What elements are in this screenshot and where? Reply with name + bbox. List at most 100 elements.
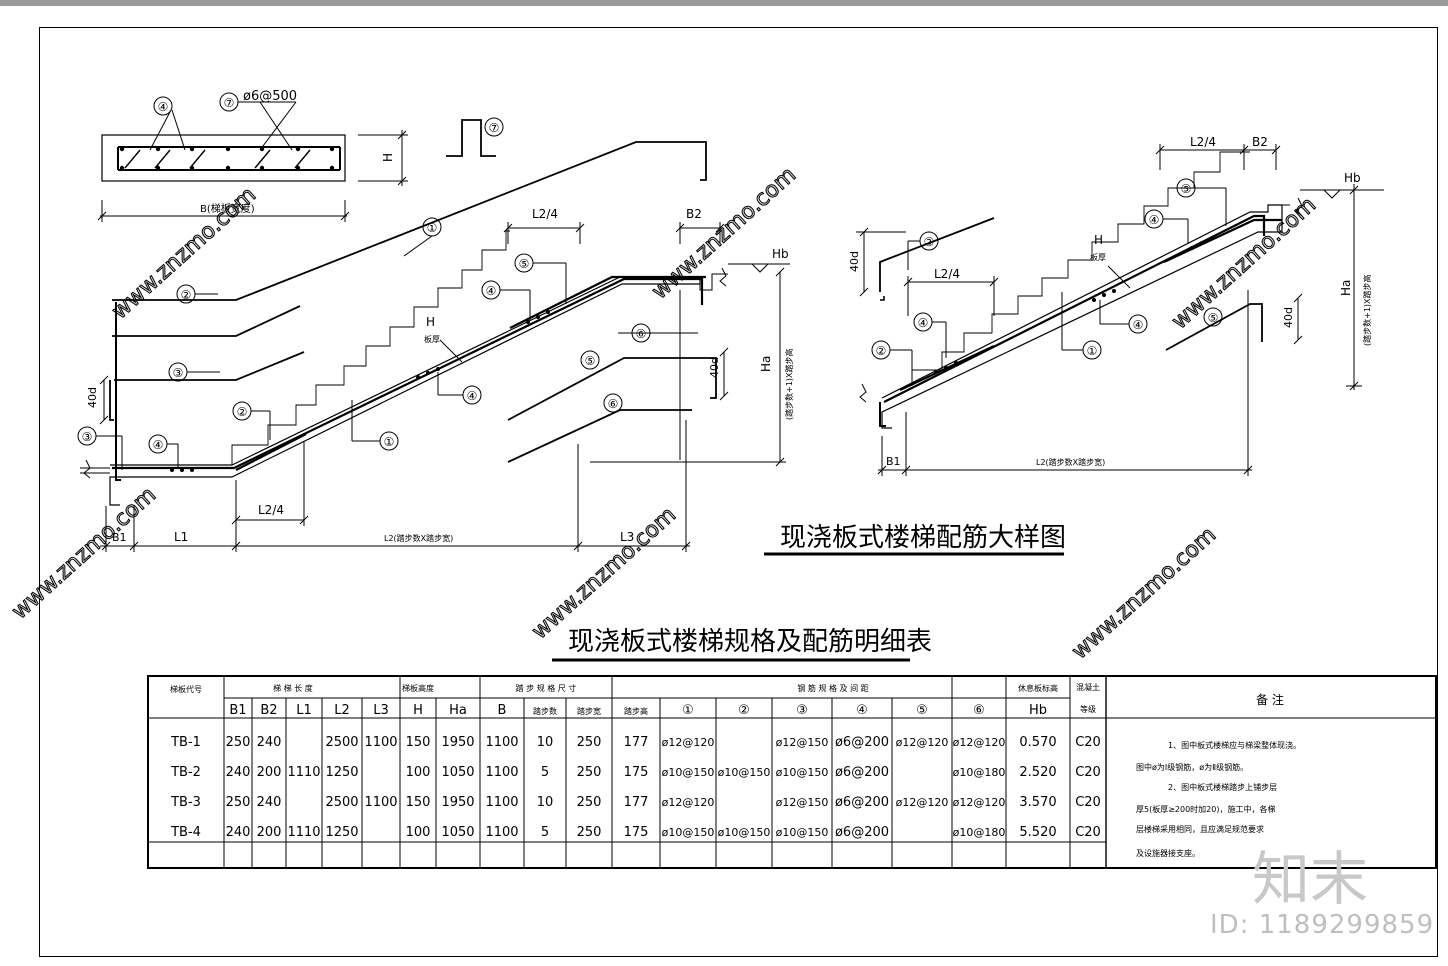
callout-2: ② xyxy=(876,344,887,358)
table-subheader: L1 xyxy=(296,703,312,718)
hb-label: Hb xyxy=(1344,171,1361,185)
table-cell: 5 xyxy=(541,825,549,840)
callout-3: ③ xyxy=(173,366,184,380)
table-cell: ø12@120 xyxy=(896,736,949,749)
table-subheader: Ha xyxy=(449,703,467,718)
l3-label: L3 xyxy=(620,530,634,544)
callout-5: ⑤ xyxy=(1208,311,1219,325)
ha-label: Ha xyxy=(1339,280,1353,296)
table-cell: 1250 xyxy=(325,825,358,840)
table-cell: 250 xyxy=(577,735,602,750)
width-b-label: B(梯板宽度) xyxy=(200,202,255,215)
l2-note: L2(踏步数X踏步宽) xyxy=(1036,457,1105,467)
callout-5: ⑤ xyxy=(1181,182,1192,196)
callout-4: ④ xyxy=(918,316,929,330)
table-cell: 240 xyxy=(257,795,282,810)
right-stair-detail xyxy=(856,144,1384,476)
watermark-brand: 知末 xyxy=(1252,845,1369,913)
table-cell: 240 xyxy=(257,735,282,750)
table-subheader: L2 xyxy=(334,703,350,718)
watermark-text: www.znzmo.com xyxy=(7,482,161,624)
table-cell: C20 xyxy=(1075,765,1101,780)
table-cell: ø10@150 xyxy=(662,766,715,779)
table-cell: ø10@180 xyxy=(953,766,1006,779)
table-cell: 2500 xyxy=(325,735,358,750)
callout-4: ④ xyxy=(158,100,169,114)
table-cell: ø6@200 xyxy=(835,795,889,810)
table-subheader: 踏步数 xyxy=(533,706,557,716)
table-cell: 250 xyxy=(226,795,251,810)
table-subheader: B1 xyxy=(229,703,246,718)
table-header-rebar: 钢 筋 规 格 及 间 距 xyxy=(797,683,868,693)
h-dimension-label: H xyxy=(381,153,395,162)
callout-2: ② xyxy=(924,235,935,249)
table-cell: 100 xyxy=(406,825,431,840)
callout-4: ④ xyxy=(153,438,164,452)
table-header-elevation: 休息板标高 xyxy=(1018,683,1058,693)
table-cell: ø12@120 xyxy=(662,736,715,749)
table-subheader: 踏步宽 xyxy=(577,706,601,716)
callout-4: ④ xyxy=(467,389,478,403)
table-cell: 2500 xyxy=(325,795,358,810)
l2-4-label: L2/4 xyxy=(258,503,284,517)
table-cell: 1100 xyxy=(485,825,518,840)
table-cell: C20 xyxy=(1075,735,1101,750)
b2-label: B2 xyxy=(686,207,702,221)
table-subheader: ⑤ xyxy=(916,703,928,718)
table-cell: 250 xyxy=(577,795,602,810)
slab-thickness-label: 板厚 xyxy=(1090,252,1106,262)
b1-label: B1 xyxy=(886,455,901,468)
table-cell: 1250 xyxy=(325,765,358,780)
table-cell: 177 xyxy=(624,795,649,810)
table-cell: ø10@180 xyxy=(953,826,1006,839)
table-cell: ø10@150 xyxy=(718,766,771,779)
callout-3: ③ xyxy=(82,430,93,444)
table-cell: 2.520 xyxy=(1019,765,1056,780)
table-cell: 200 xyxy=(257,825,282,840)
table-header-concrete: 混凝土 xyxy=(1076,682,1100,692)
table-subheader: ④ xyxy=(856,703,868,718)
table-cell: 175 xyxy=(624,825,649,840)
table-header-thickness: 梯板高度 xyxy=(402,683,434,693)
l2-4-label: L2/4 xyxy=(934,267,960,281)
table-cell: 10 xyxy=(537,795,554,810)
table-cell: ø12@120 xyxy=(896,796,949,809)
table-remark-line: 1、图中板式楼梯应与梯梁整体现浇。 xyxy=(1168,740,1301,750)
watermark-text: www.znzmo.com xyxy=(1067,522,1221,664)
table-remark-line: 2、图中板式楼梯踏步上铺步层 xyxy=(1168,782,1277,792)
table-cell: 1110 xyxy=(287,765,320,780)
callout-5: ⑤ xyxy=(519,257,530,271)
table-cell: 1100 xyxy=(364,795,397,810)
drawing-border xyxy=(39,27,1438,957)
table-cell: 175 xyxy=(624,765,649,780)
table-cell: ø12@120 xyxy=(953,796,1006,809)
table-subheader: H xyxy=(413,703,423,718)
table-subheader: 踏步高 xyxy=(624,706,648,716)
table-subheader: B xyxy=(498,703,507,718)
table-cell: 1050 xyxy=(441,825,474,840)
main-stair-detail xyxy=(77,141,790,552)
table-cell: C20 xyxy=(1075,825,1101,840)
table-remark-line: 厚5(板厚≥200时加20)，施工中，各梯 xyxy=(1136,804,1275,814)
callout-6: ⑥ xyxy=(636,327,647,341)
table-cell: ø12@120 xyxy=(662,796,715,809)
l2-4-label: L2/4 xyxy=(1190,135,1216,149)
table-remark-line: 层楼梯采用相同，且应满足规范要求 xyxy=(1136,824,1264,834)
table-cell: 1100 xyxy=(485,735,518,750)
table-row-code: TB-2 xyxy=(170,765,201,780)
table-cell: 250 xyxy=(226,735,251,750)
table-cell: 1110 xyxy=(287,825,320,840)
table-cell: 1100 xyxy=(485,765,518,780)
table-cell: 0.570 xyxy=(1019,735,1056,750)
table-header-code: 梯板代号 xyxy=(170,684,202,694)
b1-label: B1 xyxy=(112,531,127,544)
h-label: H xyxy=(426,315,435,329)
table-remark-line: 及设施器接支座。 xyxy=(1136,848,1200,858)
callout-7: ⑦ xyxy=(224,96,235,110)
callout-2: ② xyxy=(181,288,192,302)
table-cell: ø12@150 xyxy=(776,736,829,749)
ha-label: Ha xyxy=(759,356,773,372)
callout-5: ⑤ xyxy=(585,354,596,368)
table-cell: 1950 xyxy=(441,735,474,750)
